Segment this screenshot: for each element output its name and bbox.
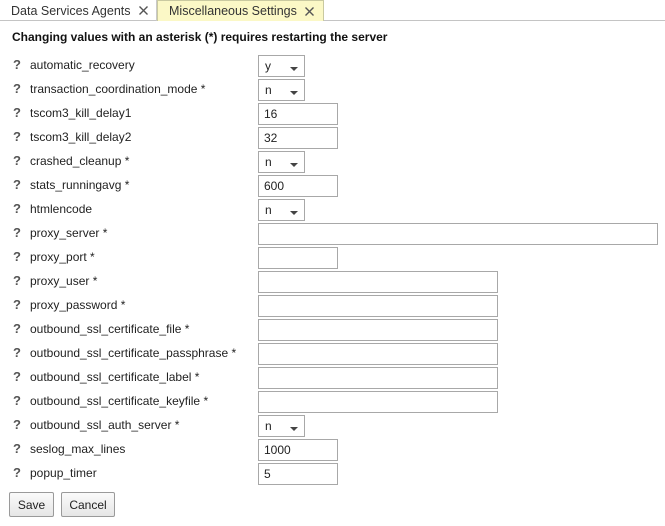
setting-label: outbound_ssl_certificate_passphrase * <box>30 346 237 360</box>
setting-select[interactable]: n <box>258 79 305 101</box>
setting-row: ? outbound_ssl_certificate_passphrase * <box>0 342 665 366</box>
setting-row: ? proxy_server * <box>0 222 665 246</box>
cancel-button[interactable]: Cancel <box>61 492 115 517</box>
setting-select[interactable]: n <box>258 415 305 437</box>
help-icon[interactable]: ? <box>13 417 21 432</box>
setting-input[interactable] <box>258 103 338 125</box>
tab-miscellaneous-settings[interactable]: Miscellaneous Settings <box>157 0 324 21</box>
help-icon[interactable]: ? <box>13 129 21 144</box>
tab-data-services-agents[interactable]: Data Services Agents <box>0 0 157 21</box>
setting-row: ? tscom3_kill_delay1 <box>0 102 665 126</box>
help-icon[interactable]: ? <box>13 81 21 96</box>
setting-input[interactable] <box>258 223 658 245</box>
help-icon[interactable]: ? <box>13 201 21 216</box>
tab-bar: Data Services Agents Miscellaneous Setti… <box>0 0 665 21</box>
setting-row: ? htmlencode n <box>0 198 665 222</box>
chevron-down-icon <box>290 91 298 95</box>
save-button[interactable]: Save <box>9 492 54 517</box>
setting-row: ? outbound_ssl_certificate_keyfile * <box>0 390 665 414</box>
setting-row: ? proxy_password * <box>0 294 665 318</box>
select-value: n <box>265 155 272 169</box>
help-icon[interactable]: ? <box>13 393 21 408</box>
select-value: n <box>265 83 272 97</box>
help-icon[interactable]: ? <box>13 57 21 72</box>
setting-label: proxy_password * <box>30 298 126 312</box>
tab-label: Miscellaneous Settings <box>169 4 297 18</box>
setting-input[interactable] <box>258 175 338 197</box>
setting-input[interactable] <box>258 295 498 317</box>
setting-select[interactable]: y <box>258 55 305 77</box>
setting-input[interactable] <box>258 367 498 389</box>
setting-label: outbound_ssl_certificate_keyfile * <box>30 394 209 408</box>
setting-row: ? stats_runningavg * <box>0 174 665 198</box>
setting-input[interactable] <box>258 463 338 485</box>
setting-row: ? outbound_ssl_auth_server * n <box>0 414 665 438</box>
setting-label: htmlencode <box>30 202 93 216</box>
select-value: y <box>265 59 271 73</box>
setting-input[interactable] <box>258 127 338 149</box>
help-icon[interactable]: ? <box>13 465 21 480</box>
restart-notice: Changing values with an asterisk (*) req… <box>12 30 388 44</box>
chevron-down-icon <box>290 427 298 431</box>
setting-input[interactable] <box>258 343 498 365</box>
setting-label: seslog_max_lines <box>30 442 126 456</box>
close-icon[interactable] <box>137 4 150 17</box>
help-icon[interactable]: ? <box>13 345 21 360</box>
setting-row: ? proxy_port * <box>0 246 665 270</box>
help-icon[interactable]: ? <box>13 105 21 120</box>
setting-row: ? crashed_cleanup * n <box>0 150 665 174</box>
setting-label: outbound_ssl_auth_server * <box>30 418 180 432</box>
help-icon[interactable]: ? <box>13 369 21 384</box>
setting-input[interactable] <box>258 439 338 461</box>
setting-label: crashed_cleanup * <box>30 154 130 168</box>
setting-label: proxy_port * <box>30 250 95 264</box>
help-icon[interactable]: ? <box>13 321 21 336</box>
setting-label: stats_runningavg * <box>30 178 130 192</box>
tab-label: Data Services Agents <box>11 3 131 18</box>
select-value: n <box>265 419 272 433</box>
chevron-down-icon <box>290 163 298 167</box>
setting-row: ? tscom3_kill_delay2 <box>0 126 665 150</box>
setting-row: ? outbound_ssl_certificate_label * <box>0 366 665 390</box>
setting-row: ? proxy_user * <box>0 270 665 294</box>
help-icon[interactable]: ? <box>13 225 21 240</box>
setting-label: outbound_ssl_certificate_file * <box>30 322 190 336</box>
setting-row: ? seslog_max_lines <box>0 438 665 462</box>
help-icon[interactable]: ? <box>13 441 21 456</box>
setting-row: ? transaction_coordination_mode * n <box>0 78 665 102</box>
setting-row: ? automatic_recovery y <box>0 54 665 78</box>
select-value: n <box>265 203 272 217</box>
setting-row: ? popup_timer <box>0 462 665 486</box>
setting-label: automatic_recovery <box>30 58 135 72</box>
setting-input[interactable] <box>258 247 338 269</box>
setting-row: ? outbound_ssl_certificate_file * <box>0 318 665 342</box>
help-icon[interactable]: ? <box>13 273 21 288</box>
chevron-down-icon <box>290 67 298 71</box>
help-icon[interactable]: ? <box>13 153 21 168</box>
setting-input[interactable] <box>258 391 498 413</box>
setting-label: tscom3_kill_delay2 <box>30 130 132 144</box>
setting-input[interactable] <box>258 271 498 293</box>
close-icon[interactable] <box>303 5 316 18</box>
setting-label: popup_timer <box>30 466 97 480</box>
help-icon[interactable]: ? <box>13 249 21 264</box>
setting-input[interactable] <box>258 319 498 341</box>
setting-select[interactable]: n <box>258 151 305 173</box>
setting-label: transaction_coordination_mode * <box>30 82 206 96</box>
help-icon[interactable]: ? <box>13 177 21 192</box>
setting-label: outbound_ssl_certificate_label * <box>30 370 200 384</box>
setting-label: proxy_server * <box>30 226 108 240</box>
setting-label: proxy_user * <box>30 274 98 288</box>
chevron-down-icon <box>290 211 298 215</box>
setting-label: tscom3_kill_delay1 <box>30 106 132 120</box>
setting-select[interactable]: n <box>258 199 305 221</box>
help-icon[interactable]: ? <box>13 297 21 312</box>
